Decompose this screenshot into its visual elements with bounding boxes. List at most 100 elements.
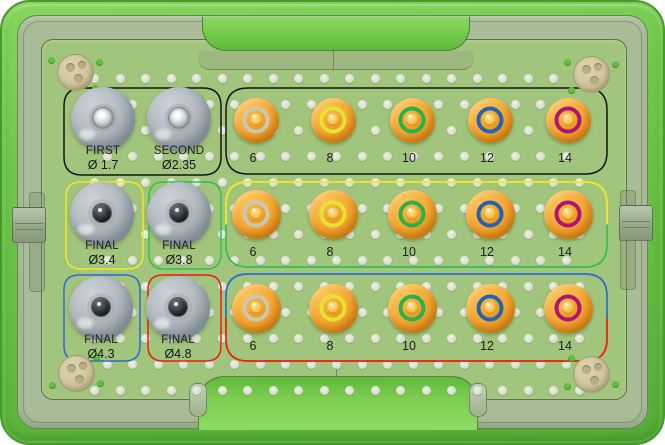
- tray-hole: [319, 74, 329, 83]
- stopper-size-label: 14: [558, 245, 572, 259]
- tray-hole: [230, 360, 240, 369]
- tray-hole: [459, 360, 469, 369]
- tray-hole: [370, 178, 380, 187]
- tray-hole: [383, 360, 393, 369]
- stopper-size-label: 8: [326, 151, 334, 165]
- drill-slot: [70, 182, 134, 246]
- drill-name-label: FINAL: [162, 240, 196, 252]
- tip-glint: [175, 112, 180, 118]
- drill-slot: [71, 87, 135, 151]
- drill-tip: [168, 297, 188, 317]
- stopper-glint: [407, 114, 411, 118]
- tray-hole: [370, 230, 380, 239]
- tray-hole: [357, 360, 367, 369]
- tray-hole: [294, 74, 303, 83]
- tray-hole: [141, 334, 150, 343]
- stopper-hub: [480, 110, 500, 130]
- tray-hole: [204, 360, 214, 369]
- disc-speck: [73, 73, 83, 83]
- stopper-size-label: 12: [480, 151, 494, 165]
- mold-pin: [49, 382, 56, 389]
- drill-tip: [169, 203, 189, 223]
- stopper-nub: [483, 301, 495, 313]
- tray-hole: [421, 74, 431, 83]
- mold-pin: [97, 380, 104, 387]
- stopper-hub: [402, 298, 422, 318]
- stopper-nub: [249, 113, 261, 125]
- drill-dome: [70, 182, 134, 246]
- drill-tip: [92, 106, 114, 129]
- stopper-size-label: 6: [249, 151, 257, 165]
- tray-hole: [523, 178, 533, 187]
- tray-hole: [549, 386, 558, 395]
- stopper-hub: [323, 110, 343, 130]
- tray-hole: [421, 386, 431, 395]
- drill-tip: [168, 106, 190, 129]
- tray-hole: [498, 178, 507, 187]
- dome-highlight: [155, 129, 171, 140]
- tray-hole: [217, 178, 227, 187]
- tray-hole: [472, 74, 482, 83]
- drill-slot: [146, 276, 210, 340]
- drill-stopper: [233, 97, 279, 143]
- drill-stopper: [387, 189, 437, 239]
- drill-stopper: [308, 189, 358, 239]
- tray-hole: [294, 126, 303, 135]
- mold-pin: [568, 87, 575, 94]
- tray-hole: [294, 282, 303, 291]
- tray-hole: [408, 360, 418, 369]
- disc-speck: [589, 75, 599, 85]
- tray-hole: [434, 360, 444, 369]
- drill-diameter-label: Ø4.3: [87, 347, 115, 361]
- tray-hole: [255, 360, 265, 369]
- stopper-glint: [563, 208, 567, 212]
- tray-hole: [90, 386, 99, 395]
- mold-pin: [96, 59, 103, 66]
- drill-stopper: [389, 97, 435, 143]
- dome-highlight: [79, 129, 95, 140]
- disc-speck: [65, 62, 75, 72]
- tray-hole: [281, 360, 291, 369]
- stopper-size-label: 6: [249, 339, 257, 353]
- tray-hole: [472, 178, 482, 187]
- disc-speck: [593, 362, 602, 371]
- tray-hole: [332, 360, 342, 369]
- tray-hole: [192, 74, 201, 83]
- tray-hole: [357, 152, 367, 161]
- stopper-size-label: 10: [402, 151, 416, 165]
- stopper-hub: [402, 110, 422, 130]
- tray-hole: [345, 178, 354, 187]
- tray-hole: [498, 74, 507, 83]
- tray-hole: [370, 282, 380, 291]
- tray-hole: [243, 386, 252, 395]
- drill-name-label: FIRST: [85, 145, 121, 157]
- tray-hole: [510, 152, 520, 161]
- stopper-hub: [246, 204, 266, 224]
- stopper-glint: [251, 208, 255, 212]
- drill-name-label: FINAL: [84, 334, 118, 346]
- tray-hole: [217, 282, 227, 291]
- stopper-glint: [563, 302, 567, 306]
- stopper-glint: [407, 302, 411, 306]
- tray-hole: [396, 74, 405, 83]
- tray-hole: [294, 230, 303, 239]
- drill-name-label: SECOND: [153, 145, 205, 157]
- drill-stopper: [543, 283, 593, 333]
- tray-hole: [243, 74, 252, 83]
- drill-slot: [69, 276, 133, 340]
- handle-step-top: [198, 51, 474, 70]
- disc-speck: [78, 361, 87, 370]
- stopper-nub: [483, 113, 495, 125]
- tray-hole: [268, 386, 278, 395]
- stopper-glint: [328, 302, 332, 306]
- stopper-glint: [251, 302, 255, 306]
- tray-hole: [268, 178, 278, 187]
- corner-indicator-disc: [572, 355, 610, 393]
- tray-hole: [166, 74, 176, 83]
- drill-stopper: [231, 189, 281, 239]
- mold-pin: [612, 61, 619, 68]
- dome-highlight: [155, 224, 171, 235]
- stopper-hub: [246, 298, 266, 318]
- drill-diameter-label: Ø3.4: [88, 253, 116, 267]
- mold-pin: [48, 57, 55, 64]
